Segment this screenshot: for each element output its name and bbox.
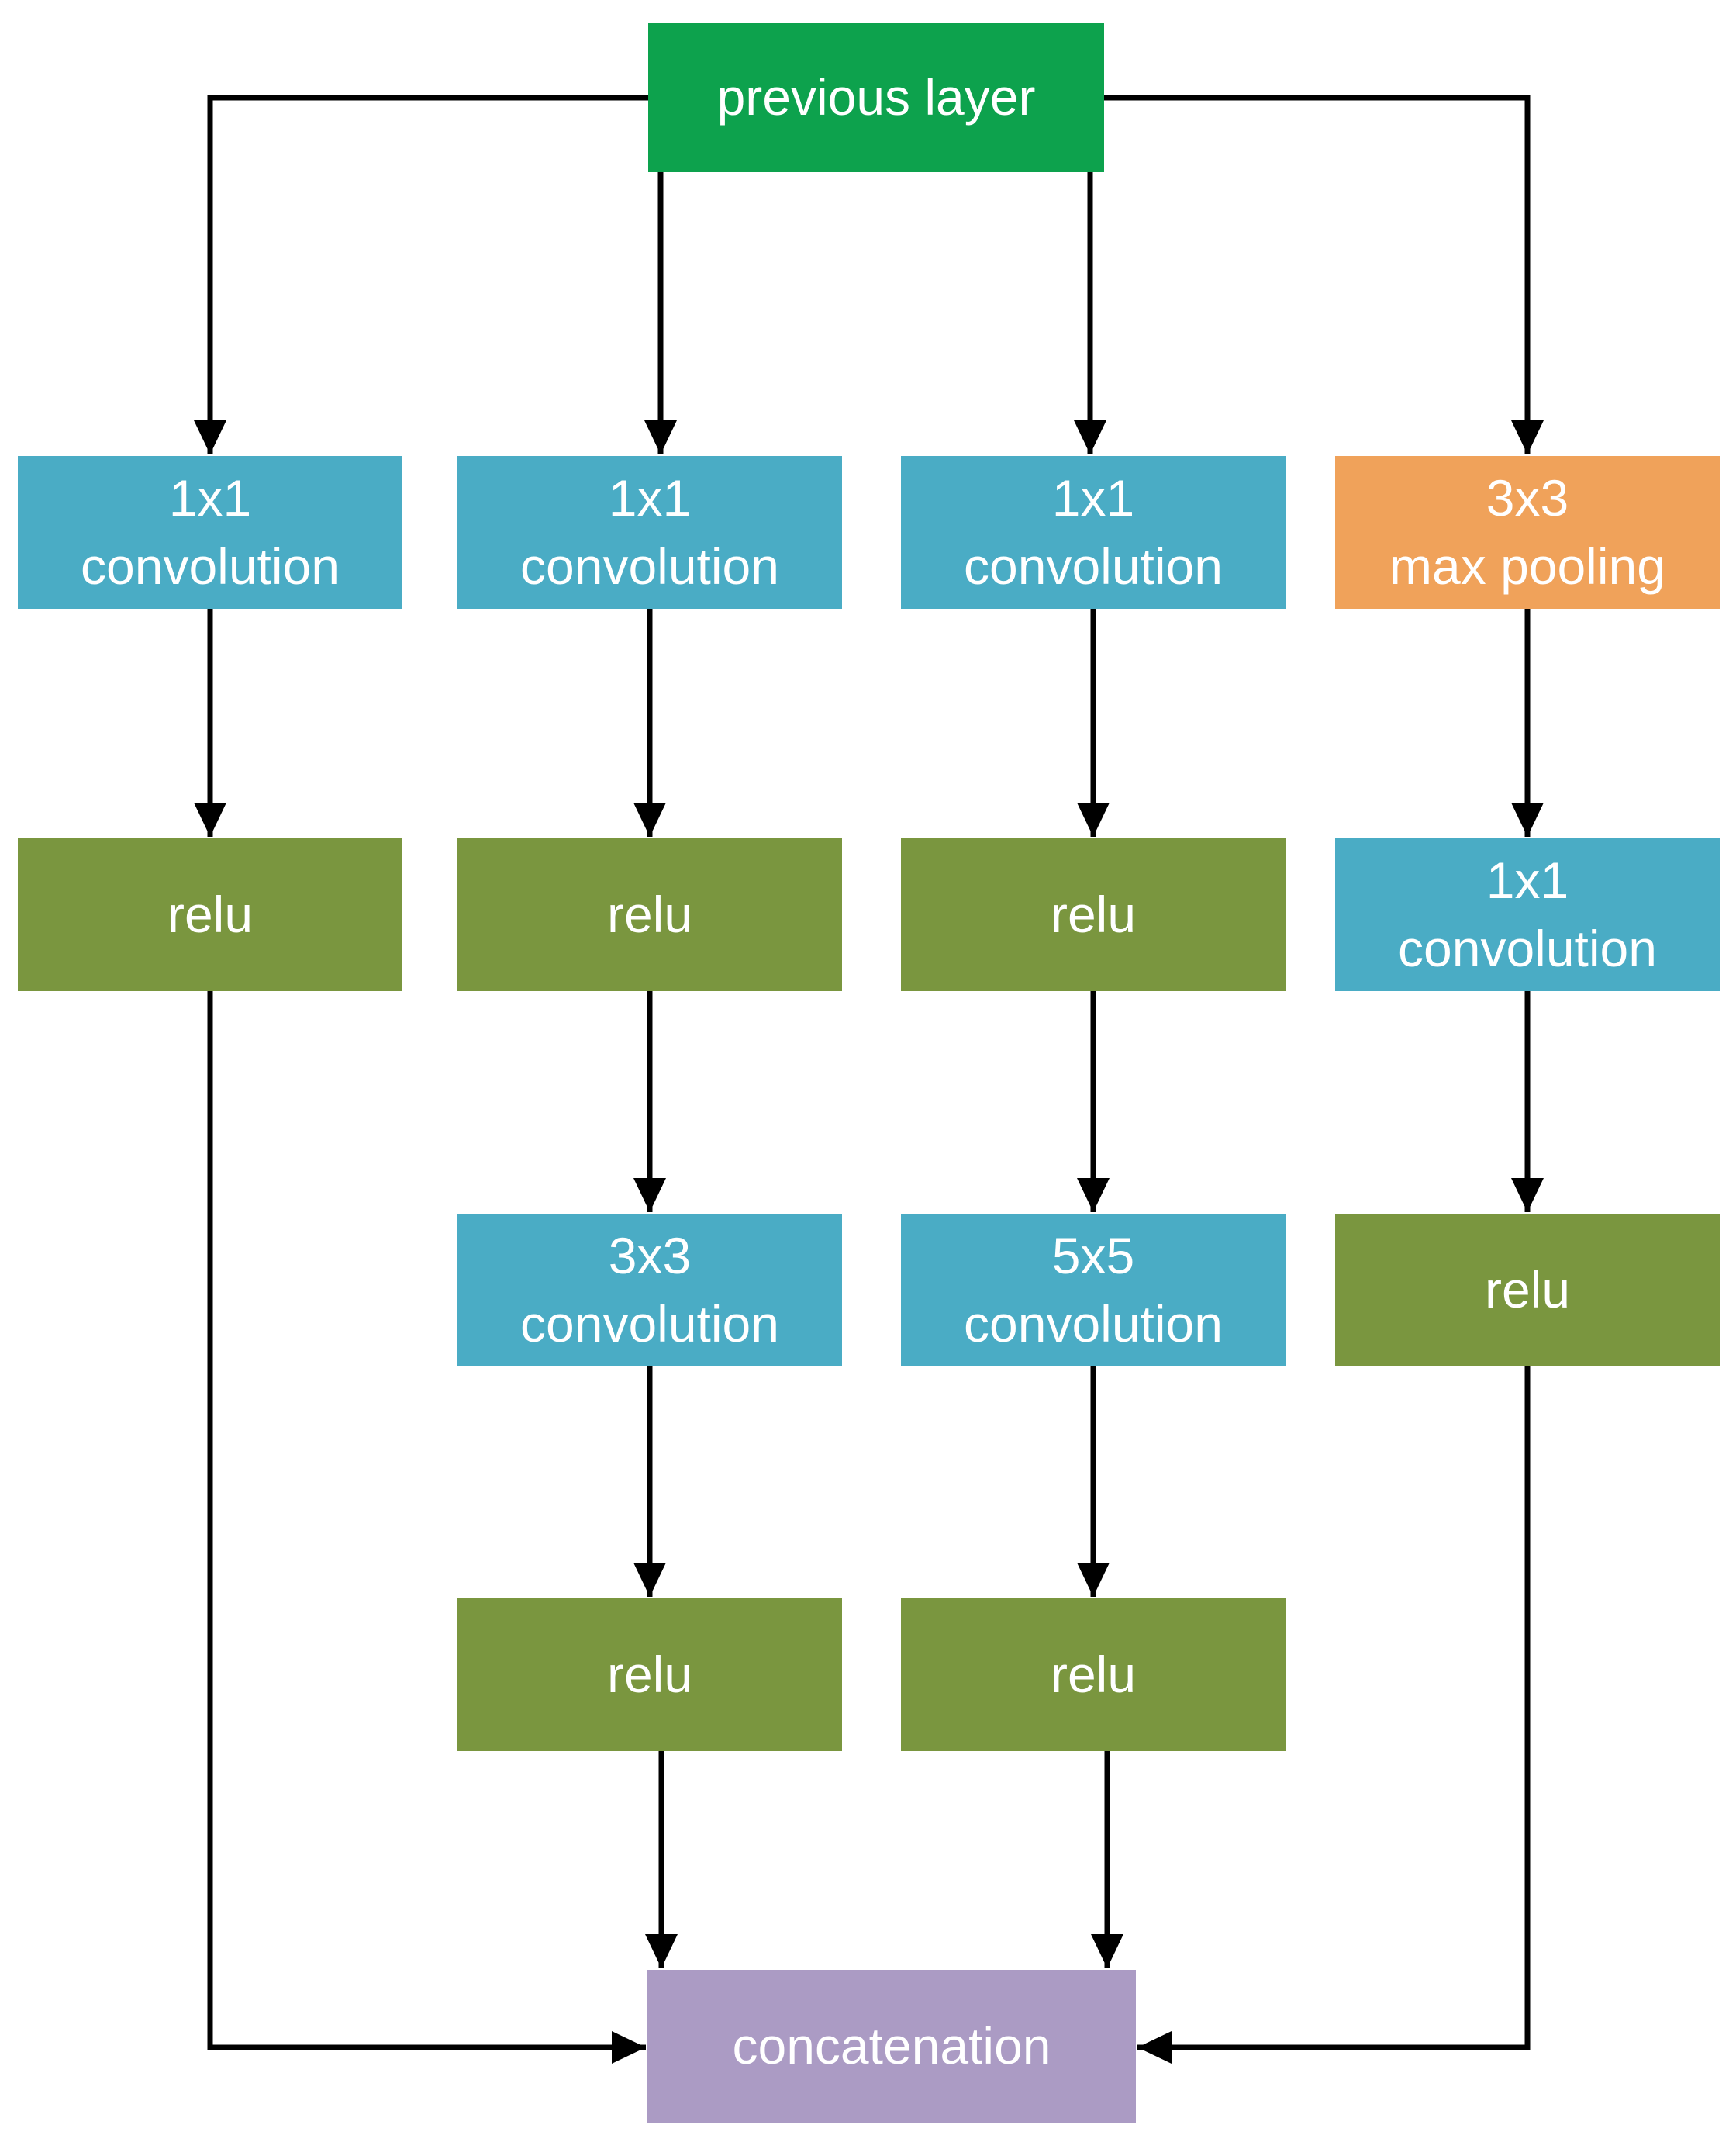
node-5x5-convolution-branch3: 5x5 convolution bbox=[901, 1214, 1286, 1366]
node-3x3-max-pooling: 3x3 max pooling bbox=[1335, 456, 1720, 609]
node-1x1-convolution-branch3: 1x1 convolution bbox=[901, 456, 1286, 609]
edge-prev-to-conv1 bbox=[194, 95, 648, 454]
node-1x1-convolution-branch1: 1x1 convolution bbox=[18, 456, 402, 609]
node-3x3-convolution-branch2: 3x3 convolution bbox=[457, 1214, 842, 1366]
edge-relu1-to-concat bbox=[207, 991, 646, 2064]
node-1x1-convolution-branch2: 1x1 convolution bbox=[457, 456, 842, 609]
node-concatenation: concatenation bbox=[647, 1970, 1136, 2123]
node-1x1-convolution-branch4: 1x1 convolution bbox=[1335, 838, 1720, 991]
node-relu-branch3: relu bbox=[901, 838, 1286, 991]
node-relu2-branch3: relu bbox=[901, 1598, 1286, 1751]
node-relu-branch2: relu bbox=[457, 838, 842, 991]
node-relu-branch4: relu bbox=[1335, 1214, 1720, 1366]
edge-prev-to-maxpool bbox=[1104, 95, 1544, 454]
edge-relu4-to-concat bbox=[1137, 1366, 1531, 2064]
node-relu2-branch2: relu bbox=[457, 1598, 842, 1751]
node-relu-branch1: relu bbox=[18, 838, 402, 991]
node-previous-layer: previous layer bbox=[648, 23, 1104, 172]
